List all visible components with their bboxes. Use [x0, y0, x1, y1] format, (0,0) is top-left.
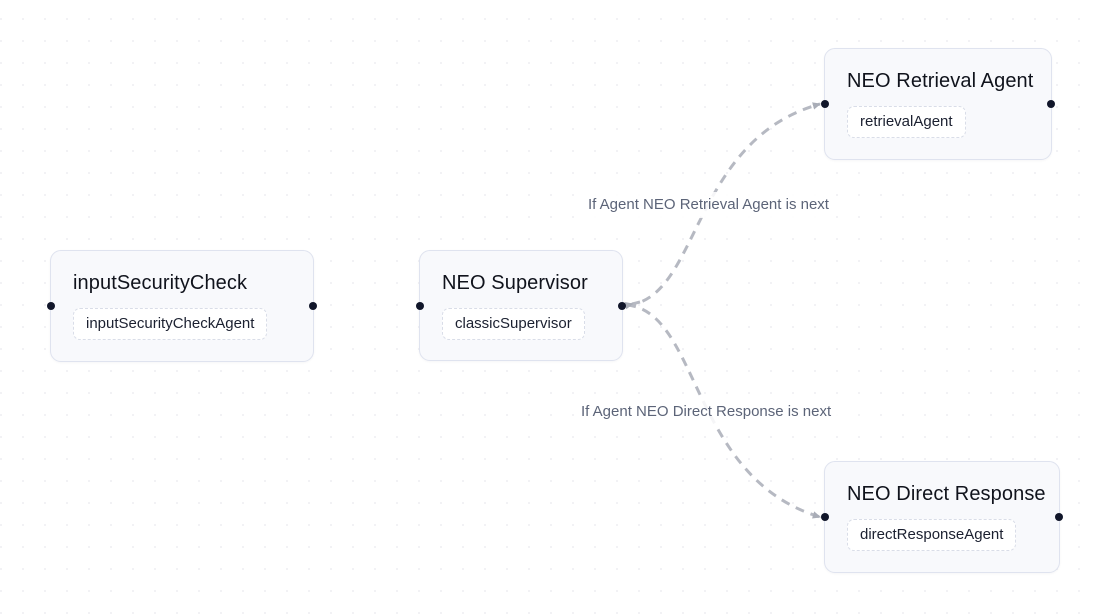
node-neo-retrieval-agent[interactable]: NEO Retrieval Agent retrievalAgent — [821, 48, 1055, 160]
node-agent-badge: directResponseAgent — [847, 519, 1017, 551]
node-agent-badge: inputSecurityCheckAgent — [73, 308, 268, 340]
node-title: NEO Supervisor — [442, 271, 588, 294]
node-neo-supervisor[interactable]: NEO Supervisor classicSupervisor — [416, 250, 626, 361]
handle-target-neo-direct-response[interactable] — [821, 513, 829, 521]
handle-source-neo-retrieval-agent[interactable] — [1047, 100, 1055, 108]
handle-source-input-security-check[interactable] — [309, 302, 317, 310]
handle-target-neo-retrieval-agent[interactable] — [821, 100, 829, 108]
node-agent-badge: retrievalAgent — [847, 106, 966, 138]
edge-label-retrieval[interactable]: If Agent NEO Retrieval Agent is next — [581, 192, 836, 218]
handle-target-neo-supervisor[interactable] — [416, 301, 424, 310]
edge-label-direct[interactable]: If Agent NEO Direct Response is next — [574, 399, 839, 425]
edge-supervisor-output-stub — [624, 300, 641, 310]
node-neo-direct-response[interactable]: NEO Direct Response directResponseAgent — [821, 461, 1063, 573]
handle-source-neo-supervisor[interactable] — [618, 301, 626, 310]
node-title: NEO Direct Response — [847, 483, 1046, 505]
node-agent-badge: classicSupervisor — [442, 307, 585, 340]
handle-source-neo-direct-response[interactable] — [1055, 513, 1063, 521]
node-title: NEO Retrieval Agent — [847, 70, 1034, 92]
node-title: inputSecurityCheck — [73, 272, 248, 294]
handle-target-input-security-check[interactable] — [47, 302, 55, 310]
node-input-security-check[interactable]: inputSecurityCheck inputSecurityCheckAge… — [47, 250, 317, 362]
